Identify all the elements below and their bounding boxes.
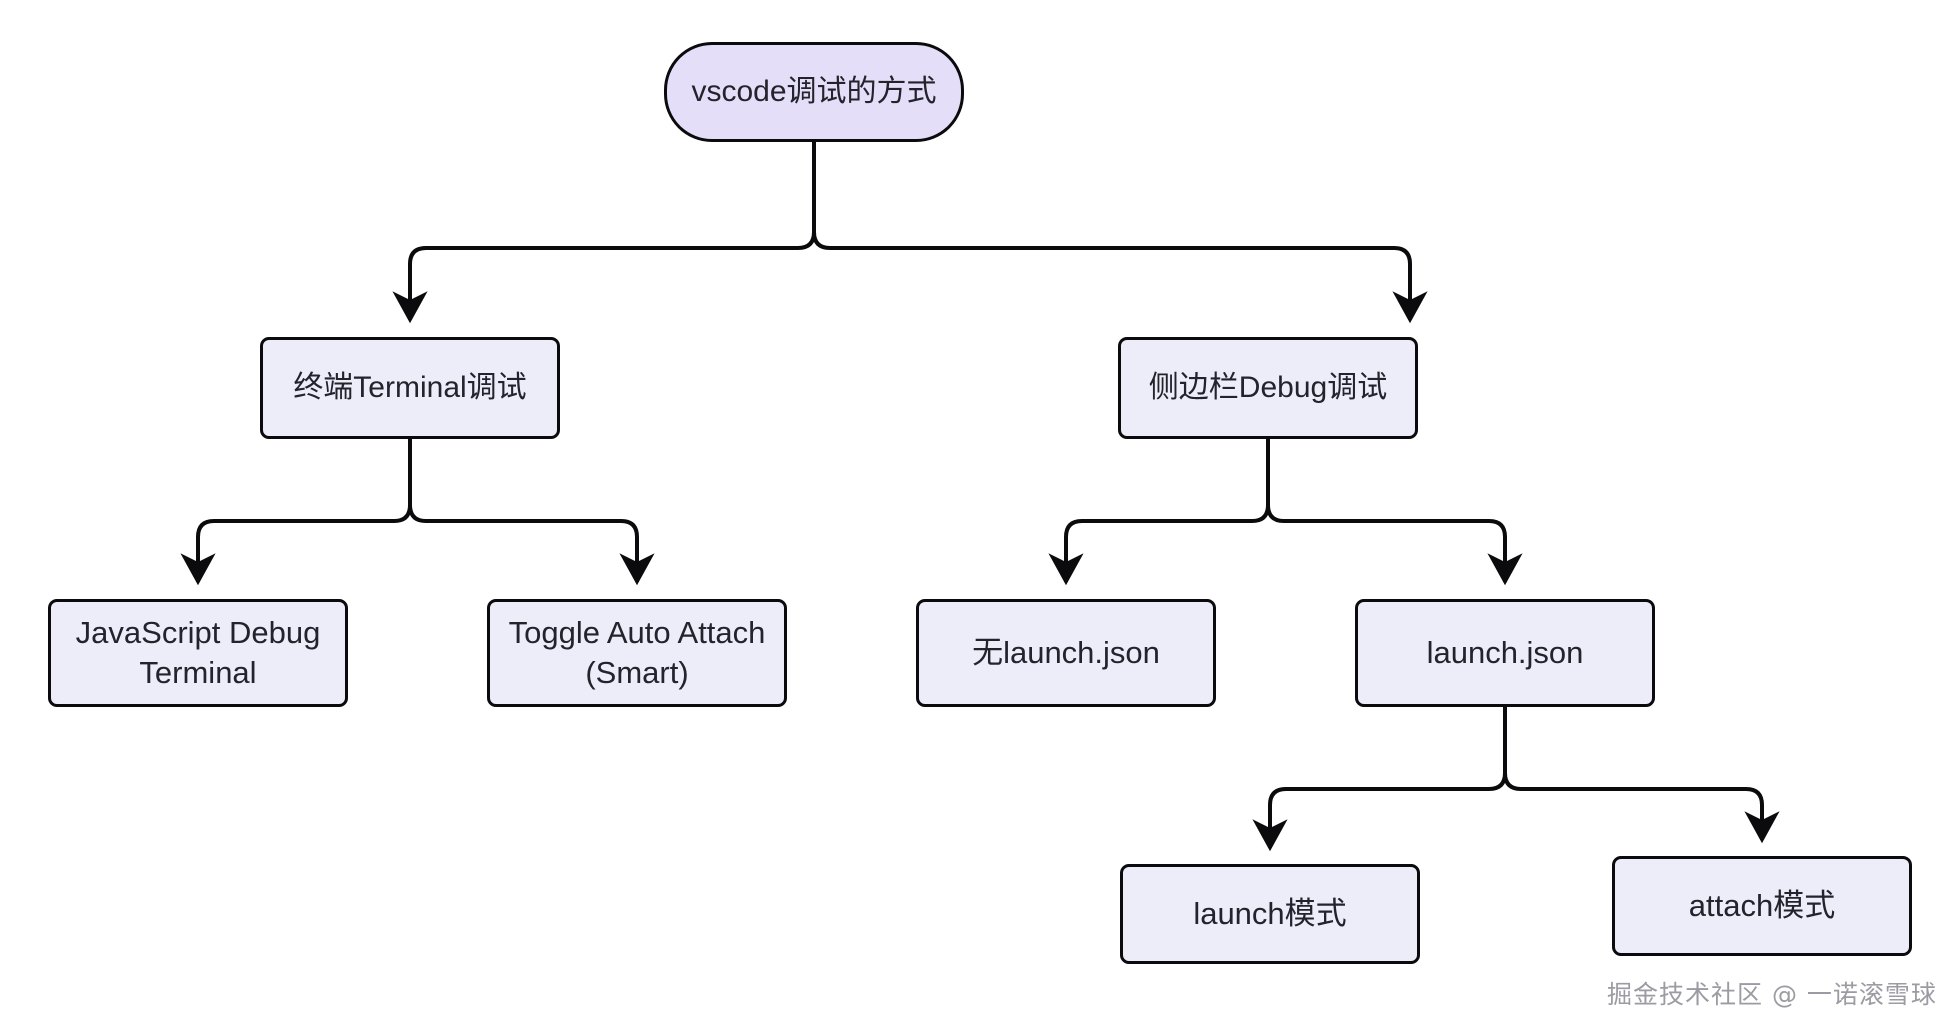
edge-terminal-stem <box>408 439 655 586</box>
edge-sidebar-to-no-launch <box>1048 504 1270 586</box>
node-toggle-auto-attach[interactable]: Toggle Auto Attach (Smart) <box>487 599 787 707</box>
edge-launchjson-stem <box>1503 707 1780 844</box>
node-terminal-debug[interactable]: 终端Terminal调试 <box>260 337 560 439</box>
node-launch-mode[interactable]: launch模式 <box>1120 864 1420 964</box>
node-attach-mode[interactable]: attach模式 <box>1612 856 1912 956</box>
edge-sidebar-stem <box>1266 439 1523 586</box>
edge-launchjson-to-launch-mode <box>1252 772 1507 852</box>
edge-root-stem <box>812 142 1428 324</box>
watermark: 掘金技术社区 @ 一诺滚雪球 <box>1607 980 1937 1009</box>
node-no-launch-json[interactable]: 无launch.json <box>916 599 1216 707</box>
edge-root-to-terminal <box>392 231 816 324</box>
node-launch-json[interactable]: launch.json <box>1355 599 1655 707</box>
node-js-debug-terminal[interactable]: JavaScript Debug Terminal <box>48 599 348 707</box>
node-sidebar-debug[interactable]: 侧边栏Debug调试 <box>1118 337 1418 439</box>
edge-terminal-to-js-terminal <box>180 504 412 586</box>
node-root[interactable]: vscode调试的方式 <box>664 42 964 142</box>
